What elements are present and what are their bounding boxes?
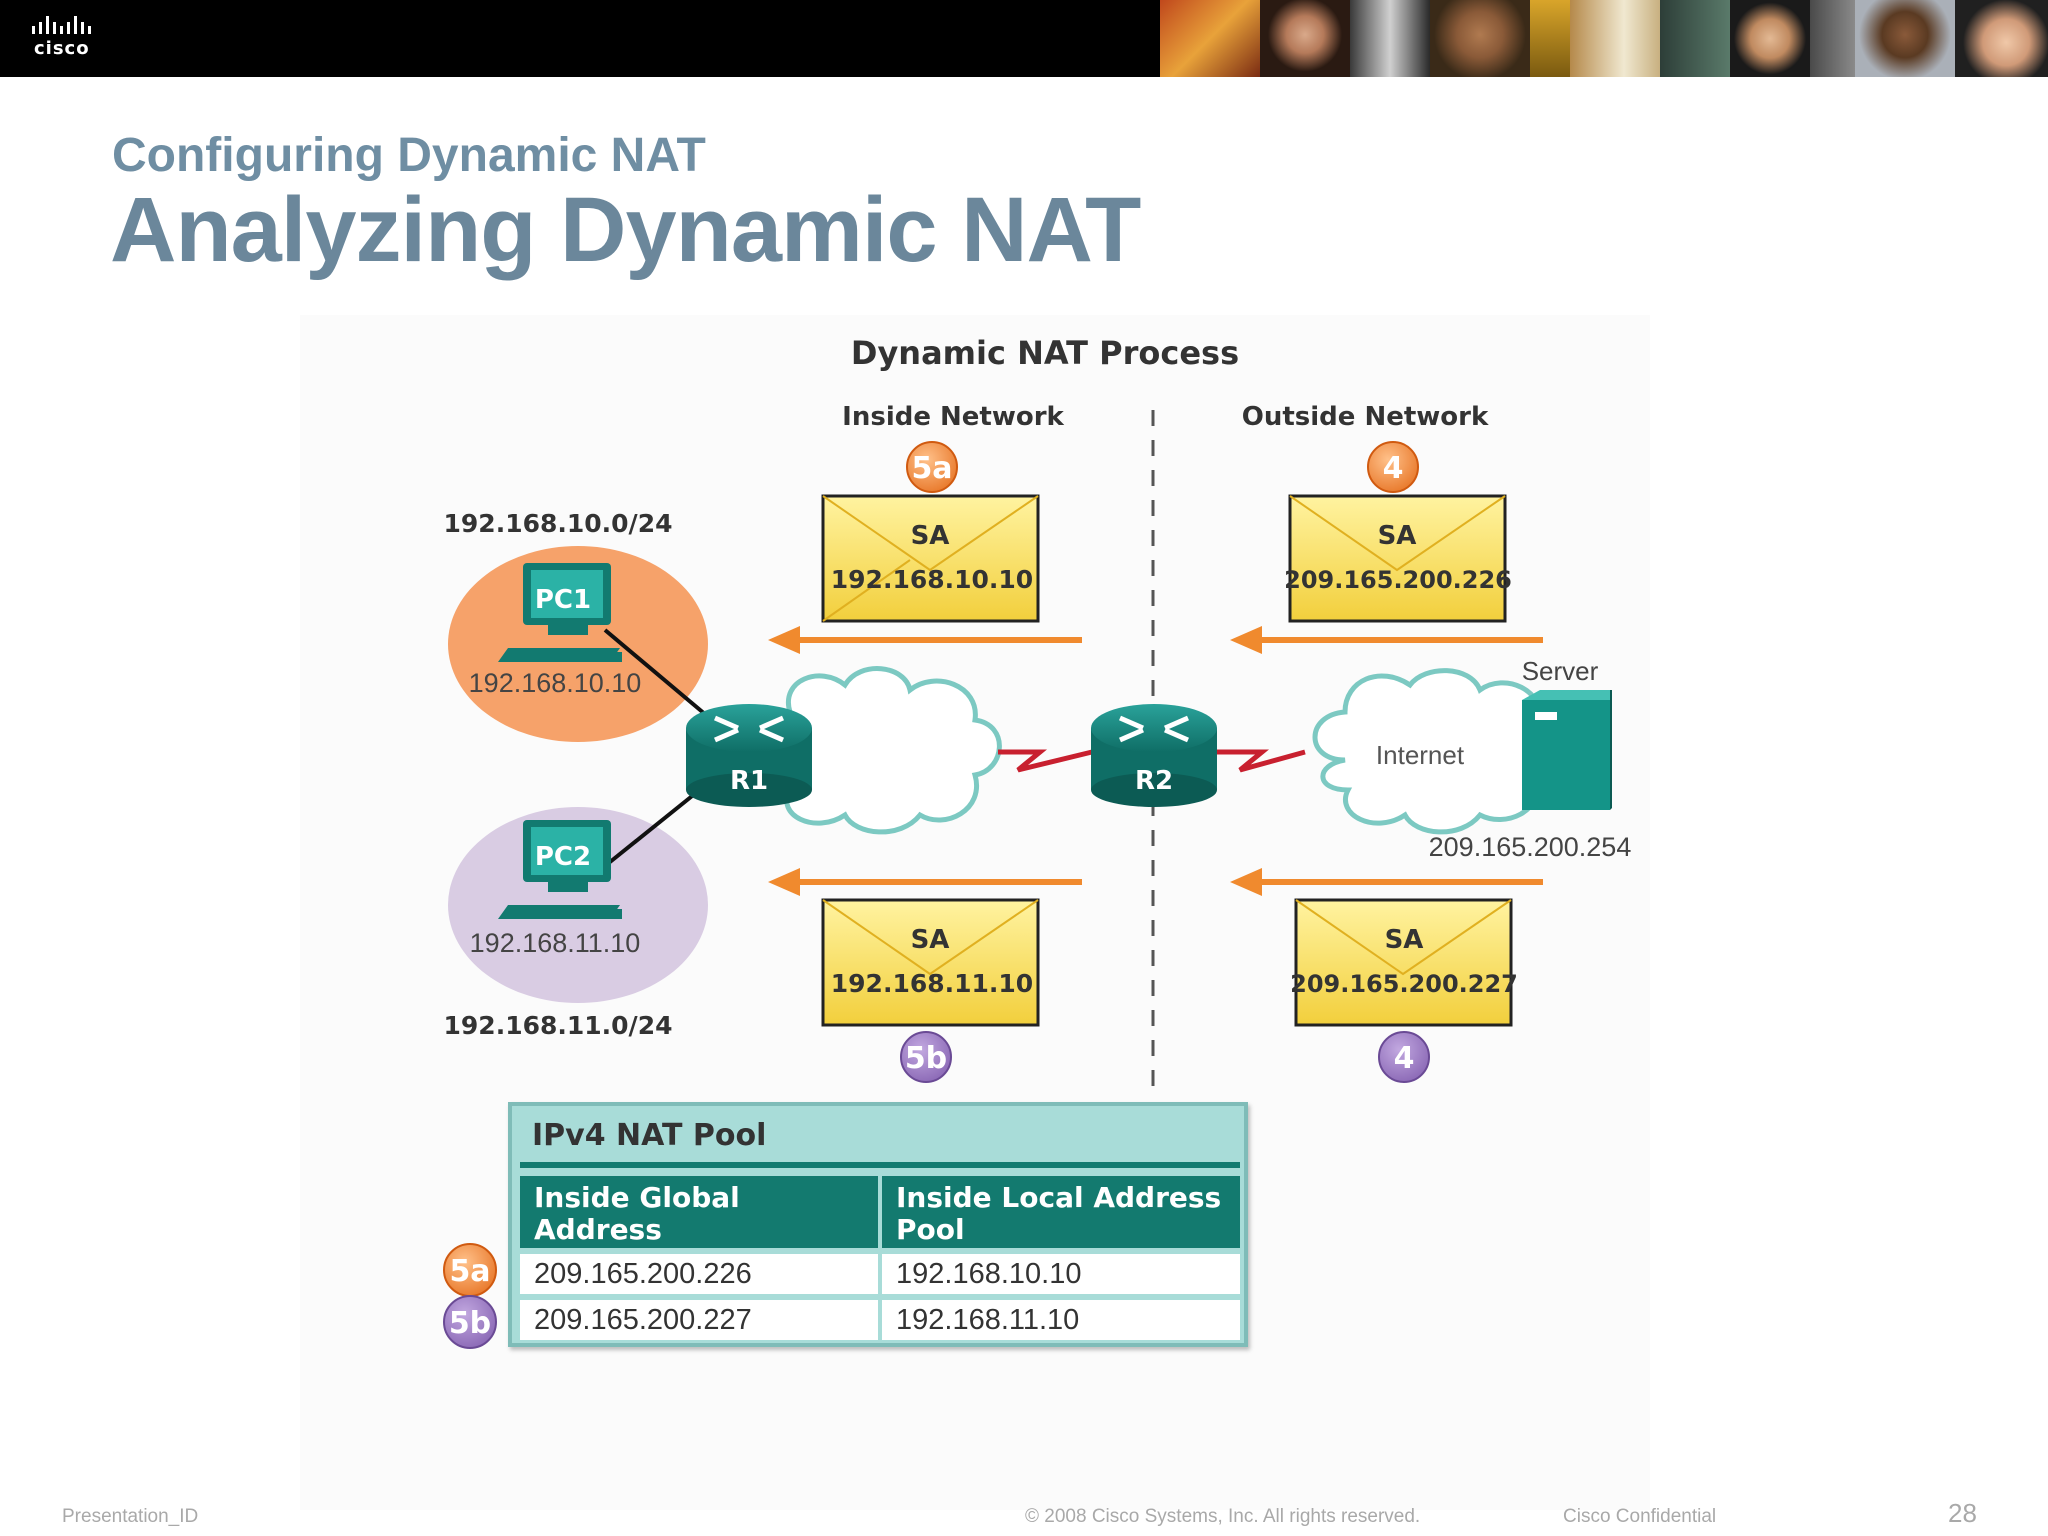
footer-confidential: Cisco Confidential <box>1563 1506 1717 1527</box>
arrow-inside-bottom <box>768 868 1082 896</box>
badge-top-right: 4 <box>1383 451 1404 486</box>
subnet1-label: 192.168.10.0/24 <box>444 509 673 538</box>
pool-header-local: Inside Local Address Pool <box>882 1176 1240 1248</box>
footer-presentation-id: Presentation_ID <box>62 1506 199 1527</box>
r1-router-icon <box>686 704 812 807</box>
pc2-icon <box>498 820 622 919</box>
internet-label: Internet <box>1376 740 1465 770</box>
serial-link-r2-internet <box>1215 749 1306 773</box>
packet-envelope-top-left <box>821 494 1040 623</box>
pc2-ip: 192.168.11.10 <box>470 928 641 958</box>
pool-header-global: Inside Global Address <box>520 1176 878 1248</box>
server-ip: 209.165.200.254 <box>1429 832 1632 862</box>
badge-top-left-circle <box>906 441 958 493</box>
server-label: Server <box>1522 656 1599 686</box>
server-icon <box>1522 690 1612 810</box>
pc1-label: PC1 <box>535 585 591 615</box>
packet-envelope-top-right <box>1288 494 1507 623</box>
pc1-r1-link <box>603 628 714 722</box>
packet-top-right-address: 209.165.200.226 <box>1284 566 1512 594</box>
pc2-label: PC2 <box>535 842 591 872</box>
badge-top-right-circle <box>1367 441 1419 493</box>
pc1-ip: 192.168.10.10 <box>469 668 642 698</box>
packet-envelope-bottom-right <box>1294 898 1513 1027</box>
packet-top-left-label: SA <box>911 521 950 551</box>
outside-network-label: Outside Network <box>1242 402 1489 432</box>
r2-router-icon <box>1091 704 1217 807</box>
subnet1-circle <box>448 546 708 742</box>
nat-pool-title: IPv4 NAT Pool <box>532 1118 767 1153</box>
badge-bottom-right: 4 <box>1394 1041 1415 1076</box>
page-number: 28 <box>1948 1498 1977 1528</box>
r1-label: R1 <box>730 766 768 796</box>
badge-top-left: 5a <box>911 451 952 486</box>
pool-row2-global: 209.165.200.227 <box>520 1300 878 1340</box>
arrow-outside-top <box>1230 626 1543 654</box>
inside-cloud <box>759 666 1002 835</box>
serial-link-r1-r2 <box>998 749 1093 773</box>
slide-subtitle: Configuring Dynamic NAT <box>112 129 706 182</box>
badge-bottom-right-circle <box>1378 1031 1430 1083</box>
inside-network-label: Inside Network <box>842 402 1064 432</box>
pool-row1-local: 192.168.10.10 <box>882 1254 1240 1294</box>
diagram-title: Dynamic NAT Process <box>851 334 1239 372</box>
footer-copyright: © 2008 Cisco Systems, Inc. All rights re… <box>1025 1506 1421 1527</box>
cisco-logo-icon <box>32 16 91 34</box>
pc1-icon <box>498 563 622 662</box>
pool-row2-local: 192.168.11.10 <box>882 1300 1240 1340</box>
packet-envelope-bottom-left <box>821 898 1040 1027</box>
badge-bottom-left: 5b <box>905 1041 947 1076</box>
brand-wordmark: cisco <box>34 38 90 59</box>
arrow-outside-bottom <box>1230 868 1543 896</box>
packet-top-right-label: SA <box>1378 521 1417 551</box>
pool-row1-global: 209.165.200.226 <box>520 1254 878 1294</box>
r2-label: R2 <box>1135 766 1173 796</box>
packet-bottom-right-label: SA <box>1385 925 1424 955</box>
packet-top-left-address: 192.168.10.10 <box>831 565 1033 594</box>
packet-bottom-left-label: SA <box>911 925 950 955</box>
pool-row2-badge-circle <box>443 1295 497 1349</box>
arrow-inside-top <box>768 626 1082 654</box>
header-bar: cisco <box>0 0 2048 77</box>
packet-bottom-right-address: 209.165.200.227 <box>1290 970 1518 998</box>
pool-row1-badge: 5a <box>449 1254 490 1289</box>
packet-bottom-left-address: 192.168.11.10 <box>831 969 1033 998</box>
subnet2-label: 192.168.11.0/24 <box>444 1011 673 1040</box>
slide-title: Analyzing Dynamic NAT <box>110 179 1141 281</box>
pool-row2-badge: 5b <box>449 1306 491 1341</box>
nat-pool-divider <box>520 1162 1240 1168</box>
nat-pool-table: IPv4 NAT Pool Inside Global Address Insi… <box>508 1102 1248 1347</box>
badge-bottom-left-circle <box>900 1031 952 1083</box>
